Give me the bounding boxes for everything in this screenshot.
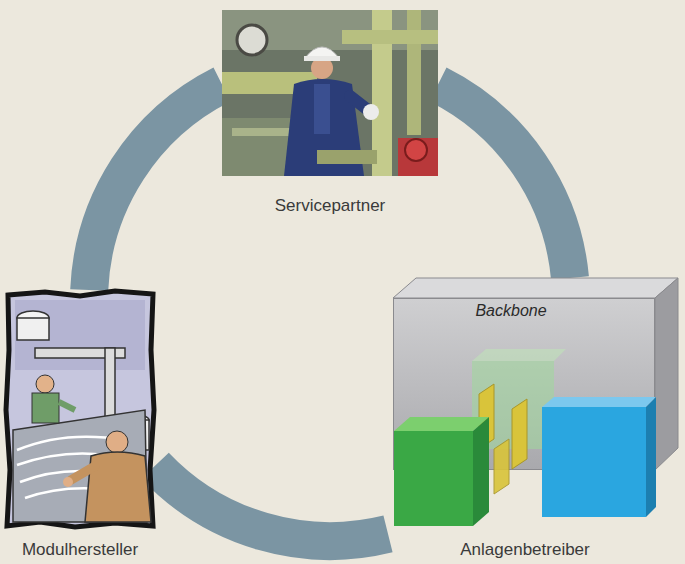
illustration-part — [32, 393, 59, 423]
illustration-part — [512, 399, 527, 469]
ring-segment — [438, 85, 570, 278]
illustration-part — [232, 128, 292, 136]
backbone-box: Backbone — [393, 298, 655, 470]
operator-node: Anlagenbetreiber Backbone — [388, 278, 680, 562]
ring-segment — [89, 85, 222, 290]
illustration-part — [494, 439, 509, 494]
node-label: Servicepartner — [222, 196, 438, 216]
illustration-part — [105, 348, 115, 418]
illustration-part — [304, 56, 340, 61]
module-blocks — [394, 299, 656, 531]
illustration-part — [63, 477, 73, 487]
illustration-part — [393, 278, 678, 298]
illustration-part — [237, 25, 267, 55]
illustration-part — [394, 417, 489, 431]
service-node: Servicepartner — [222, 10, 438, 222]
illustration-part — [222, 10, 438, 176]
illustration-part — [398, 138, 438, 176]
service-photo — [222, 10, 438, 176]
node-label: Anlagenbetreiber — [388, 540, 662, 560]
illustration-part — [473, 417, 489, 526]
illustration-part — [542, 397, 656, 407]
ring-segment — [155, 466, 388, 541]
illustration-part — [59, 402, 75, 410]
illustration-part — [6, 291, 154, 527]
illustration-part — [317, 150, 377, 164]
illustration-part — [394, 431, 473, 526]
illustration-part — [542, 407, 646, 517]
illustration-part — [106, 431, 128, 453]
node-label: Backbone — [394, 301, 628, 321]
illustration-part — [71, 466, 95, 480]
illustration-part — [36, 375, 54, 393]
illustration-part — [646, 397, 656, 517]
illustration-part — [342, 30, 438, 44]
illustration-part — [314, 84, 330, 134]
manufacturer-clipart — [5, 290, 155, 530]
illustration-part — [472, 349, 566, 361]
node-label: Modulhersteller — [5, 540, 155, 560]
manufacturer-node: Modulhersteller — [5, 290, 155, 562]
illustration-part — [17, 318, 49, 340]
illustration-part — [405, 139, 427, 161]
illustration-part — [407, 10, 421, 135]
illustration-part — [655, 278, 678, 470]
illustration-part — [363, 104, 379, 120]
illustration-part — [15, 300, 145, 370]
